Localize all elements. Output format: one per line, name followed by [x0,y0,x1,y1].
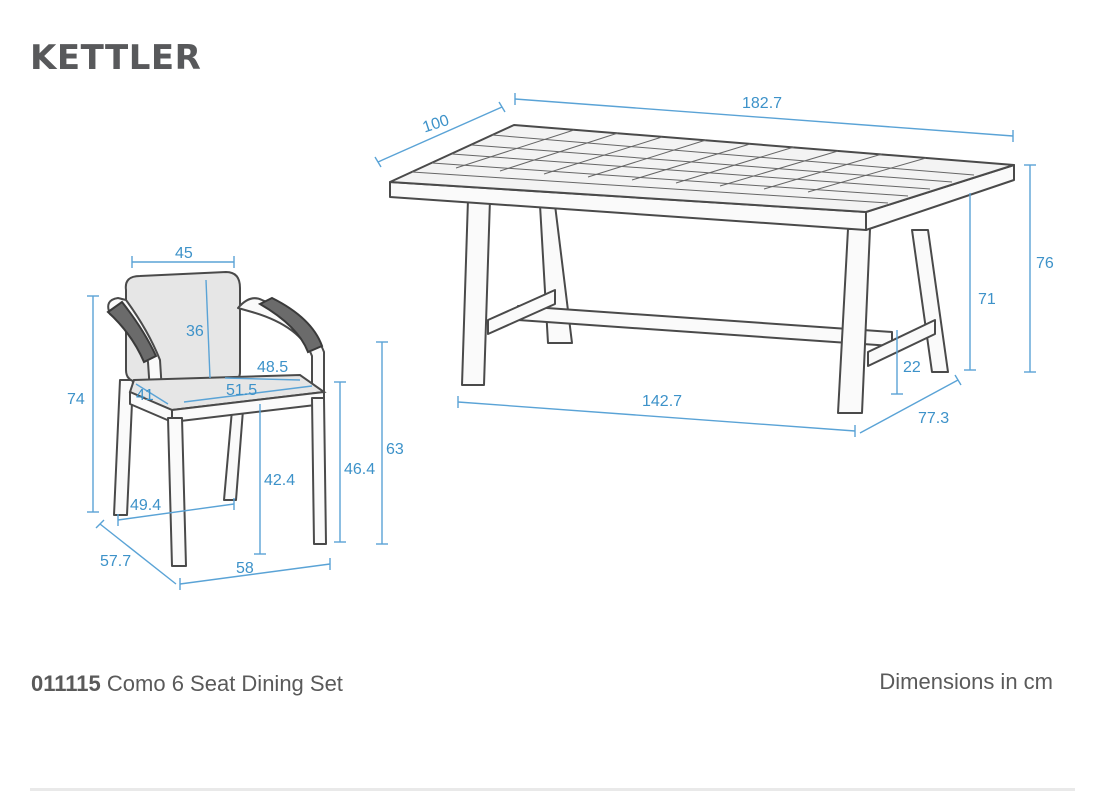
chair-dimension-lines [87,256,388,590]
chair-armrest-height-label: 46.4 [344,461,375,478]
chair-seat-depth-inner-label: 48.5 [257,359,288,376]
chair-total-height-label: 74 [67,391,85,408]
chair-seat-height-label: 42.4 [264,472,295,489]
chair-width-label: 58 [236,560,254,577]
table-depth-label: 100 [421,112,452,136]
table-stretcher-height-label: 22 [903,359,921,376]
chair-seat-depth-label: 41 [136,387,154,404]
chair-backrest-width-label: 45 [175,245,193,262]
units-note: Dimensions in cm [879,669,1053,694]
chair-leg-span-label: 49.4 [130,497,161,514]
table-leg-depth-label: 77.3 [918,410,949,427]
chair-illustration [106,270,327,567]
table-height-label: 76 [1036,255,1054,272]
table-dimension-lines [374,93,1036,437]
chair-arm-top-height-label: 63 [386,441,404,458]
table-width-label: 182.7 [742,95,782,112]
dimension-drawing: 100 182.7 76 71 22 142.7 77.3 [67,93,1054,590]
chair-seat-width-label: 51.5 [226,382,257,399]
table-illustration [389,124,1015,414]
chair-backrest-height-label: 36 [186,323,204,340]
footer-divider [30,788,1075,791]
table-underside-height-label: 71 [978,291,996,308]
chair-depth-label: 57.7 [100,553,131,570]
table-slats [411,129,975,204]
product-name: Como 6 Seat Dining Set [106,671,343,696]
brand-logo: KETTLER [30,38,202,78]
product-code: 011115 [31,671,101,696]
product-caption: 011115 Como 6 Seat Dining Set [31,671,343,697]
table-leg-span-label: 142.7 [642,393,682,410]
